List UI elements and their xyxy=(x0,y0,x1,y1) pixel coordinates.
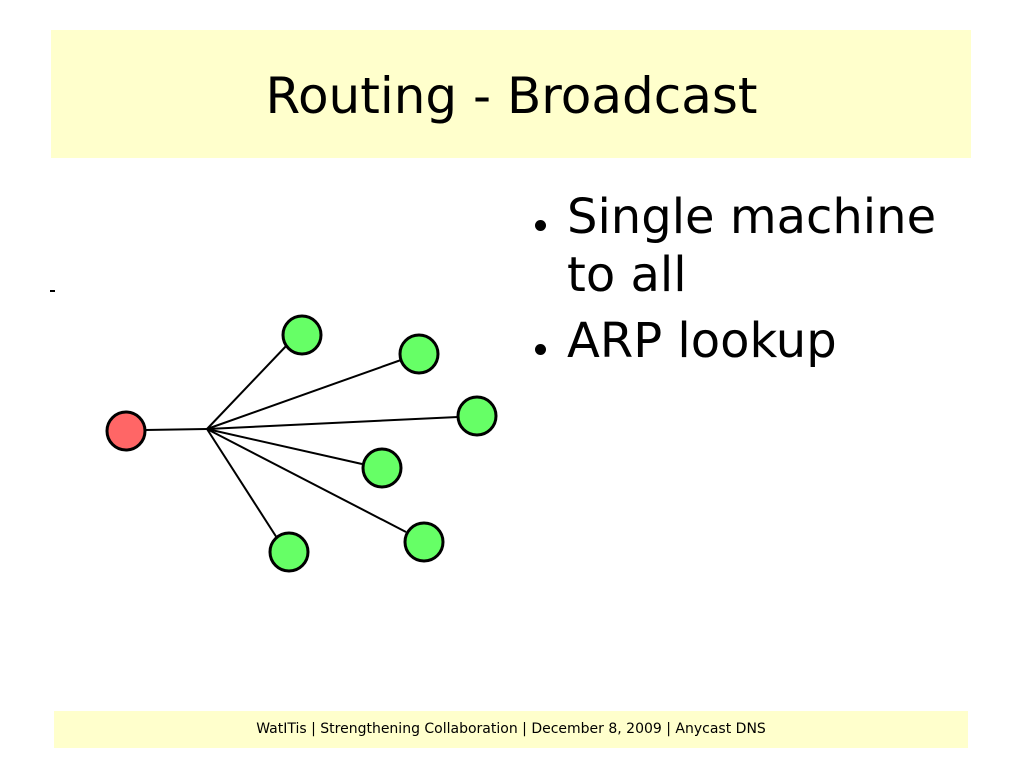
source-node xyxy=(105,410,147,452)
bullet-item: Single machine to all xyxy=(535,188,975,304)
target-node xyxy=(361,447,403,489)
bullet-text: Single machine to all xyxy=(567,189,937,303)
target-node xyxy=(398,333,440,375)
footer-band xyxy=(54,711,968,748)
bullet-text: ARP lookup xyxy=(567,313,837,369)
target-node xyxy=(403,521,445,563)
edge-hub-to-node-6 xyxy=(206,428,278,539)
stray-mark xyxy=(50,290,55,292)
edge-hub-to-node-5 xyxy=(206,428,407,533)
slide-title: Routing - Broadcast xyxy=(265,67,758,125)
bullet-item: ARP lookup xyxy=(535,312,975,370)
edge-hub-to-node-3 xyxy=(206,416,459,430)
bullet-list: Single machine to all ARP lookup xyxy=(535,188,975,378)
bullet-dot-icon xyxy=(535,344,546,355)
edge-source-to-hub xyxy=(144,428,208,431)
edge-hub-to-node-4 xyxy=(206,428,363,465)
diagram-edges xyxy=(144,343,459,539)
edge-hub-to-node-1 xyxy=(206,343,289,430)
target-node xyxy=(281,314,323,356)
bullet-dot-icon xyxy=(535,220,546,231)
edge-hub-to-node-2 xyxy=(206,359,402,430)
target-node xyxy=(268,531,310,573)
title-band xyxy=(51,30,971,158)
target-node xyxy=(456,395,498,437)
footer-text: WatITis | Strengthening Collaboration | … xyxy=(256,721,766,737)
